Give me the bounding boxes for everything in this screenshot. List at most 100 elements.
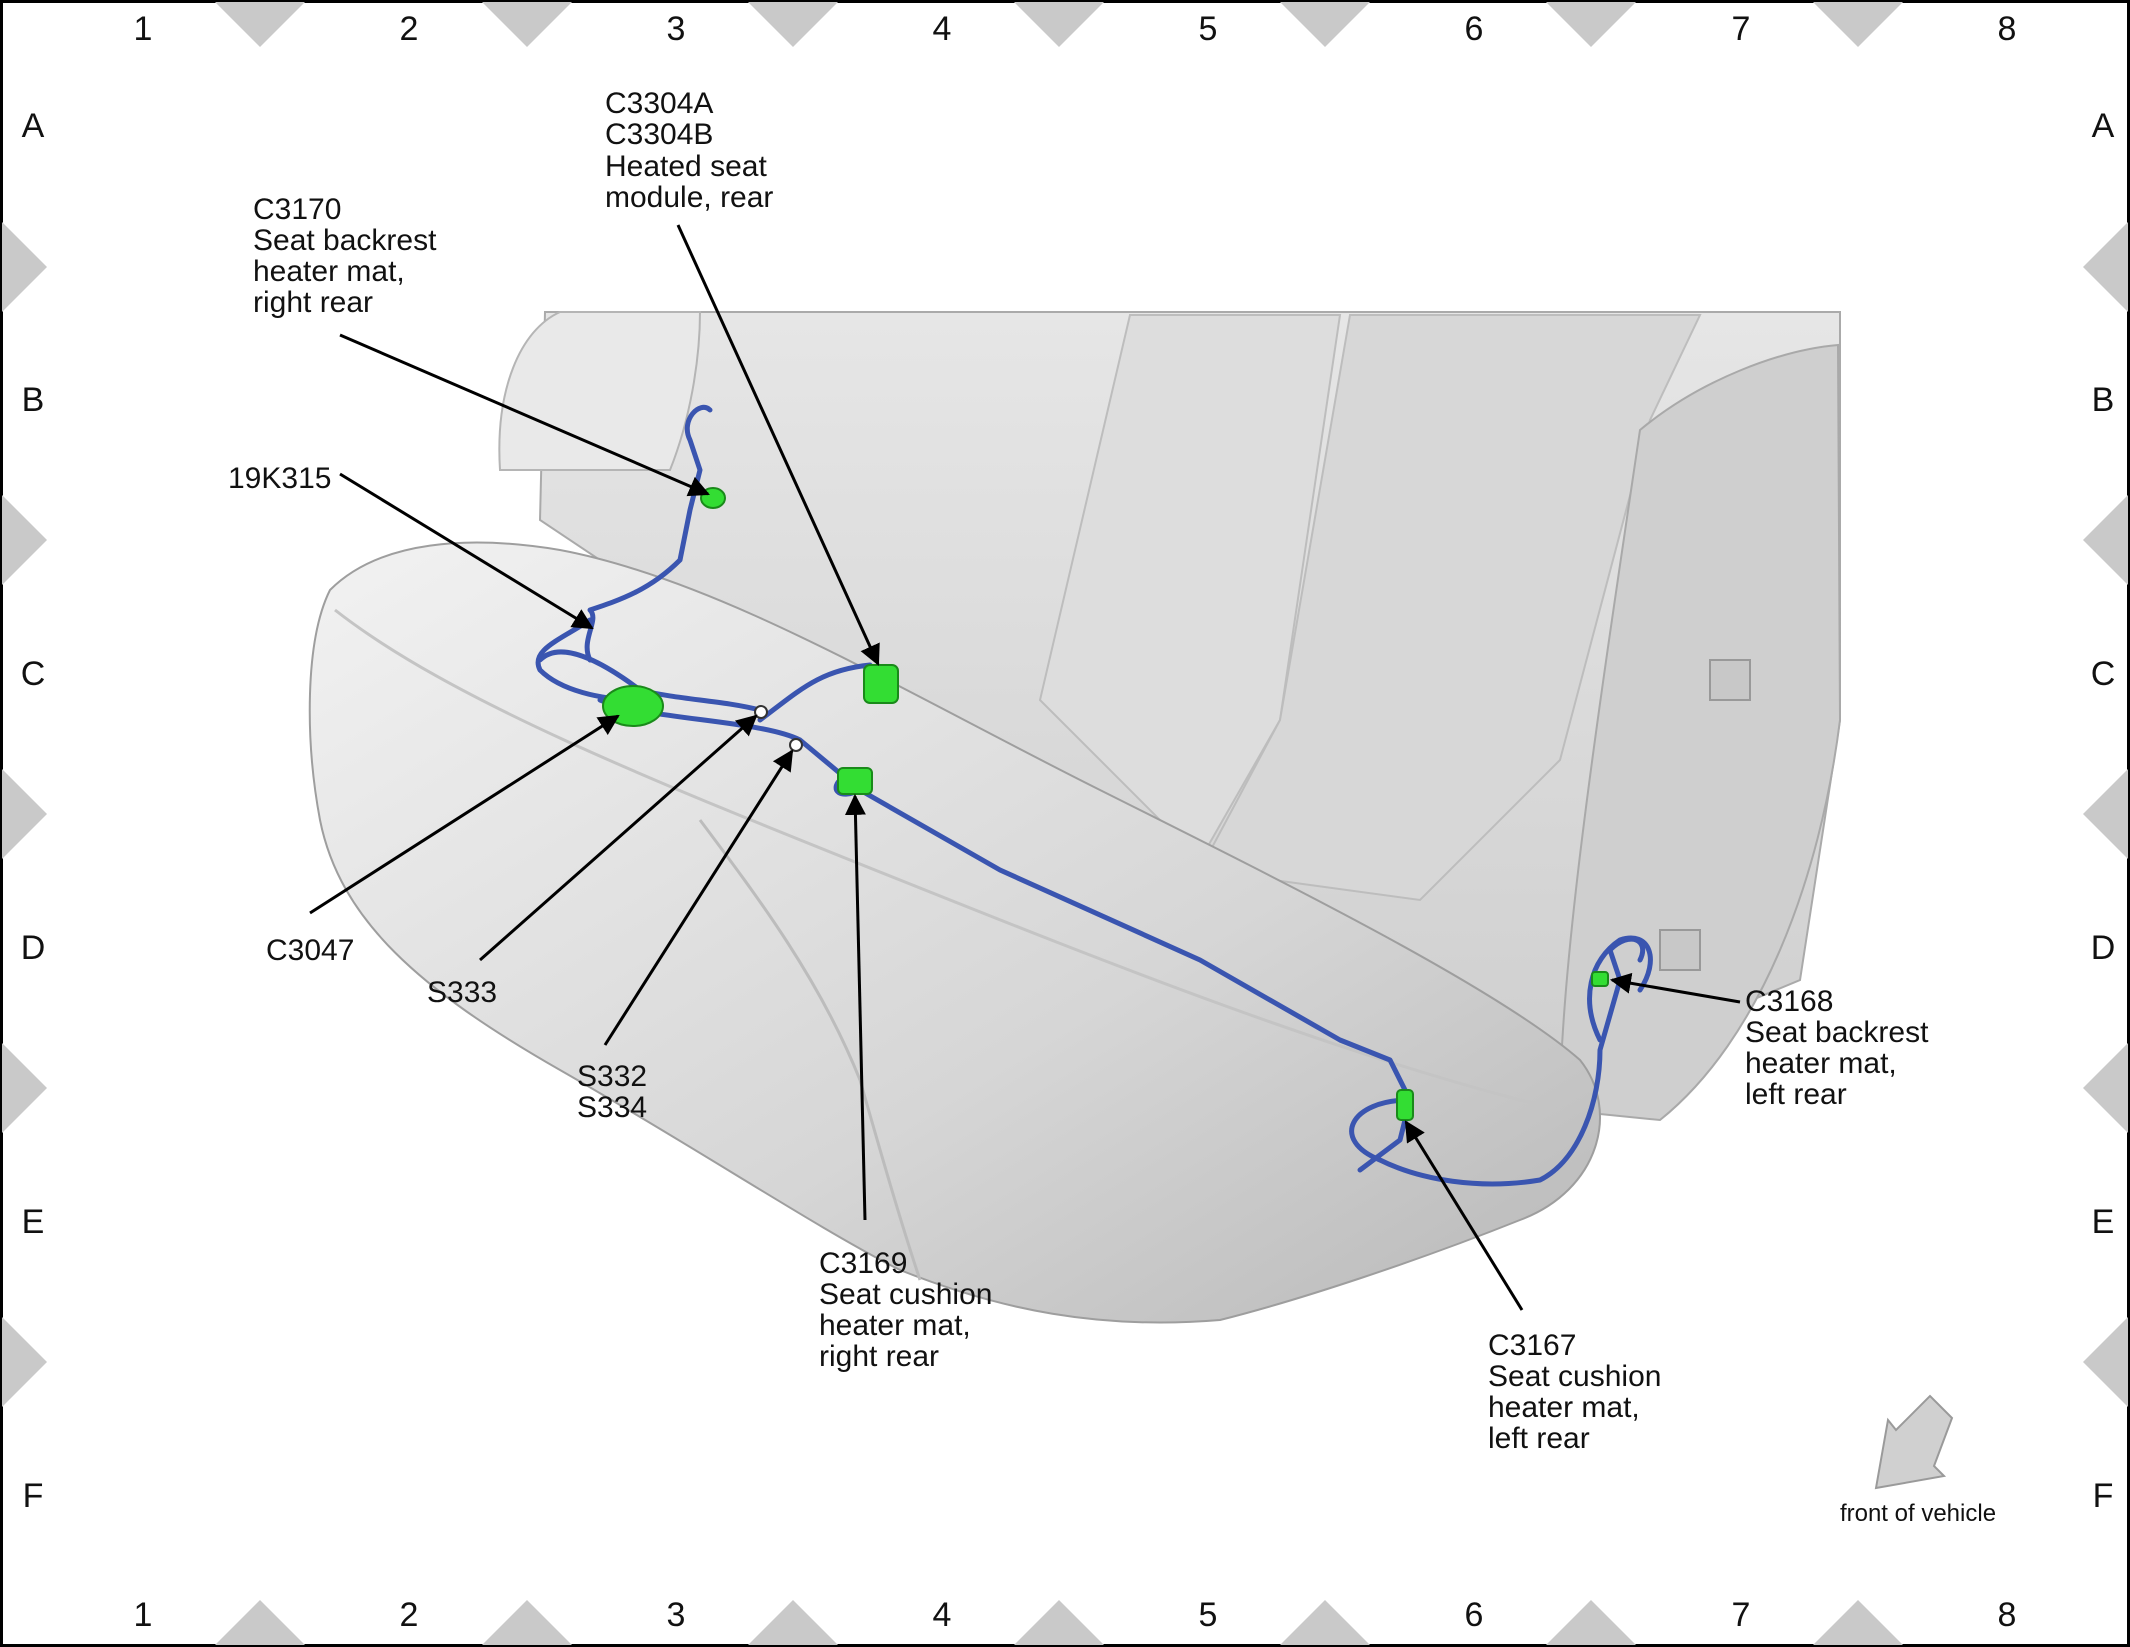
callout-c3170-line1: C3170 bbox=[253, 193, 341, 226]
callout-s332-line2: S334 bbox=[577, 1091, 647, 1124]
grid-col-5: 5 bbox=[1199, 1596, 1218, 1634]
callout-c3168-line1: C3168 bbox=[1745, 985, 1833, 1018]
grid-row-c: C bbox=[21, 655, 46, 693]
grid-rows-right: A B C D E F bbox=[2091, 107, 2116, 1515]
leader-c3168 bbox=[1609, 972, 1741, 1004]
grid-row-a: A bbox=[22, 107, 45, 145]
callout-19k315-line1: 19K315 bbox=[228, 462, 331, 495]
seat-backrest-center bbox=[1038, 314, 1342, 862]
leader-19k315 bbox=[339, 472, 594, 630]
seat-cushion-seam bbox=[698, 819, 922, 1281]
callout-c3169-line2: Seat cushion bbox=[819, 1278, 992, 1311]
callout-s333: S333 bbox=[427, 976, 497, 1009]
callout-c3170: C3170 Seat backrest heater mat, right re… bbox=[253, 193, 437, 319]
grid-col-7: 7 bbox=[1732, 10, 1751, 48]
grid-col-7: 7 bbox=[1732, 1596, 1751, 1634]
callout-c3167: C3167 Seat cushion heater mat, left rear bbox=[1488, 1329, 1661, 1455]
grid-col-2: 2 bbox=[400, 10, 419, 48]
grid-col-4: 4 bbox=[933, 1596, 952, 1634]
callout-c3168-line2: Seat backrest bbox=[1745, 1016, 1929, 1049]
callout-c3167-line2: Seat cushion bbox=[1488, 1360, 1661, 1393]
seat-backrest-right-panel bbox=[1198, 314, 1702, 902]
leader-s332-s334 bbox=[603, 749, 794, 1046]
callout-c3170-line4: right rear bbox=[253, 286, 373, 319]
grid-col-2: 2 bbox=[400, 1596, 419, 1634]
callout-c3169: C3169 Seat cushion heater mat, right rea… bbox=[819, 1247, 992, 1373]
grid-columns-bottom: 1 2 3 4 5 6 7 8 bbox=[134, 1596, 2017, 1634]
callout-c3304-line1: C3304A bbox=[605, 87, 713, 120]
leader-s333 bbox=[479, 714, 758, 962]
callout-c3170-line3: heater mat, bbox=[253, 255, 405, 288]
grid-columns-top: 1 2 3 4 5 6 7 8 bbox=[134, 10, 2017, 48]
grid-row-b: B bbox=[22, 381, 45, 419]
callout-c3169-line1: C3169 bbox=[819, 1247, 907, 1280]
seat-side-bolster bbox=[1558, 343, 1842, 1122]
callout-c3047-line1: C3047 bbox=[266, 934, 354, 967]
splices bbox=[754, 705, 803, 752]
callout-c3167-line4: left rear bbox=[1488, 1422, 1590, 1455]
callout-19k315: 19K315 bbox=[228, 462, 331, 495]
grid-col-3: 3 bbox=[667, 1596, 686, 1634]
grid-row-e: E bbox=[22, 1203, 45, 1241]
callout-c3047: C3047 bbox=[266, 934, 354, 967]
grid-rows-left: A B C D E F bbox=[21, 107, 46, 1515]
grid-col-8: 8 bbox=[1998, 10, 2017, 48]
callout-c3167-line1: C3167 bbox=[1488, 1329, 1576, 1362]
connectors bbox=[602, 487, 1609, 1121]
grid-row-b: B bbox=[2092, 381, 2115, 419]
grid-row-a: A bbox=[2092, 107, 2115, 145]
connector-c3168 bbox=[1591, 971, 1609, 987]
front-of-vehicle-arrow-icon bbox=[1874, 1394, 1954, 1490]
grid-row-f: F bbox=[23, 1477, 44, 1515]
leader-c3167 bbox=[1404, 1120, 1524, 1311]
connector-c3304 bbox=[863, 664, 899, 704]
callout-s333-line1: S333 bbox=[427, 976, 497, 1009]
callout-c3304-line3: Heated seat bbox=[605, 150, 767, 183]
grid-col-8: 8 bbox=[1998, 1596, 2017, 1634]
callout-s332-s334: S332 S334 bbox=[577, 1060, 647, 1124]
seat-cushion-edge bbox=[334, 608, 1561, 1112]
grid-row-c: C bbox=[2091, 655, 2116, 693]
splice-s333 bbox=[754, 705, 768, 719]
grid-col-6: 6 bbox=[1465, 1596, 1484, 1634]
front-of-vehicle-label: front of vehicle bbox=[1840, 1500, 1996, 1527]
callout-c3168-line4: left rear bbox=[1745, 1078, 1847, 1111]
leader-c3170 bbox=[339, 333, 710, 497]
seat-cushion bbox=[308, 541, 1601, 1324]
front-of-vehicle-indicator: front of vehicle bbox=[1840, 1394, 1996, 1527]
seat-bracket bbox=[1709, 659, 1751, 701]
callout-c3170-line2: Seat backrest bbox=[253, 224, 437, 257]
callout-c3167-line3: heater mat, bbox=[1488, 1391, 1640, 1424]
callout-c3168: C3168 Seat backrest heater mat, left rea… bbox=[1745, 985, 1929, 1111]
rear-seat-illustration bbox=[308, 311, 1842, 1324]
grid-col-3: 3 bbox=[667, 10, 686, 48]
seat-headrest-right bbox=[498, 311, 702, 471]
callout-c3304-line2: C3304B bbox=[605, 118, 713, 151]
grid-col-6: 6 bbox=[1465, 10, 1484, 48]
grid-col-1: 1 bbox=[134, 10, 153, 48]
leader-c3169 bbox=[844, 793, 867, 1221]
splice-s332-s334 bbox=[789, 738, 803, 752]
connector-c3167 bbox=[1396, 1089, 1414, 1121]
grid-row-d: D bbox=[2091, 929, 2116, 967]
callout-s332-line1: S332 bbox=[577, 1060, 647, 1093]
leader-c3047 bbox=[309, 714, 620, 915]
leader-lines bbox=[309, 224, 1741, 1311]
callout-c3304-line4: module, rear bbox=[605, 181, 773, 214]
callout-c3169-line3: heater mat, bbox=[819, 1309, 971, 1342]
callout-c3169-line4: right rear bbox=[819, 1340, 939, 1373]
callout-c3168-line3: heater mat, bbox=[1745, 1047, 1897, 1080]
connector-c3169 bbox=[837, 767, 873, 795]
harness-c3168-loop bbox=[1587, 935, 1653, 1043]
grid-row-e: E bbox=[2092, 1203, 2115, 1241]
leader-c3304 bbox=[676, 224, 880, 666]
callout-c3304: C3304A C3304B Heated seat module, rear bbox=[605, 87, 773, 214]
grid-col-4: 4 bbox=[933, 10, 952, 48]
grid-col-5: 5 bbox=[1199, 10, 1218, 48]
grid-row-f: F bbox=[2093, 1477, 2114, 1515]
grid-col-1: 1 bbox=[134, 1596, 153, 1634]
grid-row-d: D bbox=[21, 929, 46, 967]
